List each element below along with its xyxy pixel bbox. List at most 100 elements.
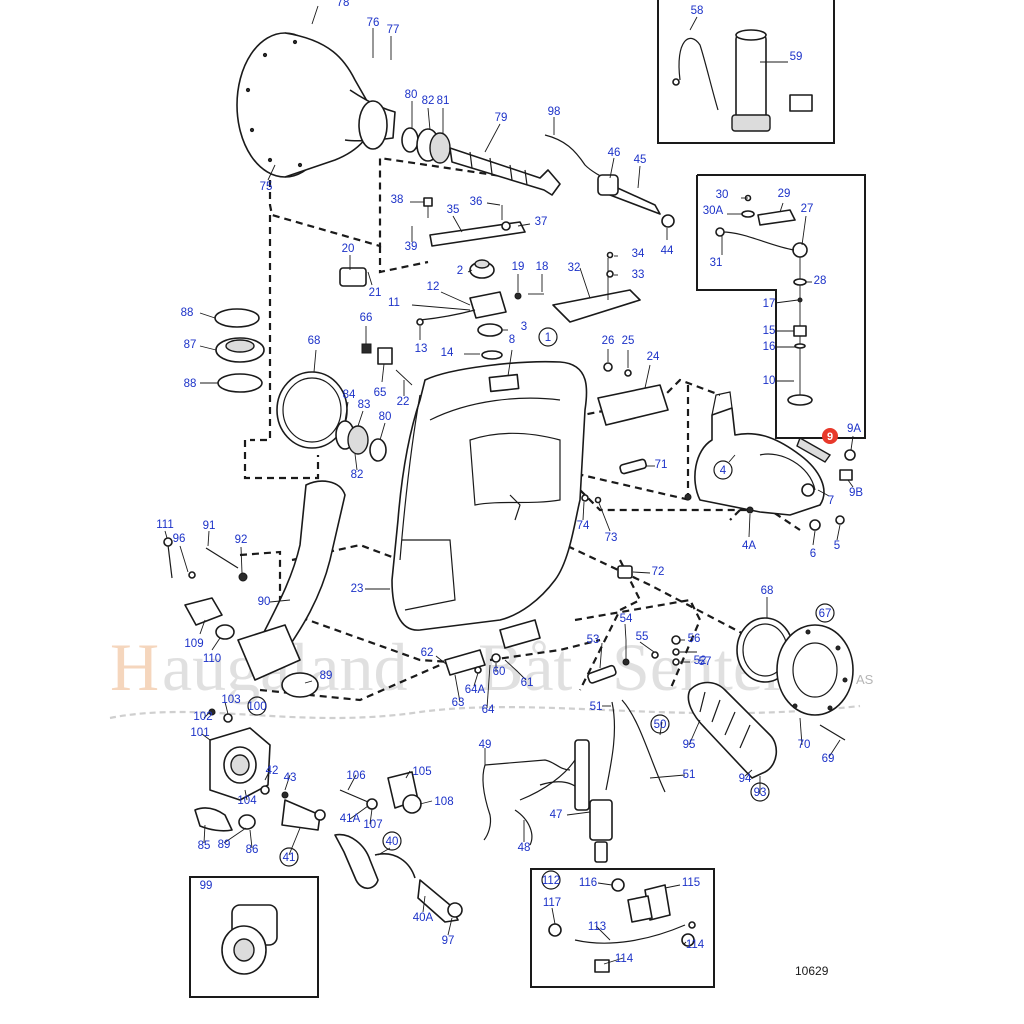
callout-38: 38 <box>391 194 404 206</box>
flywheel-housing-part-75 <box>236 32 396 178</box>
callout-60: 60 <box>493 666 506 678</box>
callout-7: 7 <box>828 495 834 507</box>
callout-53: 53 <box>587 634 600 646</box>
callout-55: 55 <box>636 631 649 643</box>
callout-19: 19 <box>512 261 525 273</box>
callout-113: 113 <box>588 921 606 933</box>
callout-22: 22 <box>397 396 410 408</box>
callout-92: 92 <box>235 534 248 546</box>
callout-82: 82 <box>422 95 435 107</box>
intake-parts-40-97-105-108 <box>334 771 463 923</box>
inset-frame-pump-99 <box>189 876 319 998</box>
inset-frame-trim-sender <box>696 174 866 439</box>
callout-15: 15 <box>763 325 776 337</box>
plug-part-72 <box>617 565 633 579</box>
callout-102: 102 <box>193 711 212 723</box>
callout-91: 91 <box>203 520 216 532</box>
callout-61: 61 <box>521 677 534 689</box>
callout-14: 14 <box>441 347 454 359</box>
callout-109: 109 <box>184 638 203 650</box>
callout-26: 26 <box>602 335 615 347</box>
callout-76: 76 <box>367 17 380 29</box>
callout-110: 110 <box>203 653 221 665</box>
callout-16: 16 <box>763 341 776 353</box>
callout-10: 10 <box>763 375 776 387</box>
callout-highlight-circle <box>822 428 838 444</box>
callout-78: 78 <box>337 0 350 9</box>
callout-28: 28 <box>814 275 827 287</box>
callout-54: 54 <box>620 613 633 625</box>
bolt-parts-33-34 <box>606 251 614 278</box>
callout-79: 79 <box>495 112 508 124</box>
callout-5: 5 <box>834 540 840 552</box>
callout-80: 80 <box>379 411 392 423</box>
callout-6: 6 <box>810 548 816 560</box>
inset-frames <box>189 0 866 998</box>
bolt-parts-18-19 <box>514 292 544 300</box>
callout-36: 36 <box>470 196 483 208</box>
callout-88: 88 <box>184 378 197 390</box>
callout-circle <box>279 847 299 867</box>
watermark-letter-h: H <box>110 629 159 705</box>
callout-9a: 9A <box>847 423 861 435</box>
clamp-rings-parts-87-88 <box>214 308 265 393</box>
callout-30: 30 <box>716 189 729 201</box>
callout-3: 3 <box>521 321 527 333</box>
callout-104: 104 <box>237 795 257 807</box>
callout-64a: 64A <box>465 684 486 696</box>
callout-89: 89 <box>218 839 231 851</box>
power-steering-pump-part-99 <box>221 904 278 975</box>
raw-water-pump-parts-42-43-101-102-103-104 <box>208 708 289 801</box>
callout-4a: 4A <box>742 540 756 552</box>
callout-52: 52 <box>694 655 707 667</box>
bolt-parts-22-65-66 <box>361 343 413 386</box>
callout-64: 64 <box>482 704 495 716</box>
callout-49: 49 <box>479 739 492 751</box>
callout-100: 100 <box>247 701 266 713</box>
callout-75: 75 <box>260 181 273 193</box>
inset-frame-trim-pump <box>657 0 835 144</box>
callout-63: 63 <box>452 697 465 709</box>
callout-47: 47 <box>550 809 563 821</box>
callout-103: 103 <box>221 694 240 706</box>
callout-105: 105 <box>412 766 431 778</box>
callout-66: 66 <box>360 312 373 324</box>
callout-39: 39 <box>405 241 418 253</box>
callout-51: 51 <box>590 701 603 713</box>
anode-block-part-24 <box>597 384 669 426</box>
callout-57: 57 <box>699 656 712 668</box>
callout-99: 99 <box>200 880 213 892</box>
callout-35: 35 <box>447 204 460 216</box>
callout-32: 32 <box>568 262 581 274</box>
bolt-parts-73-74 <box>581 494 602 504</box>
drawing-number: 10629 <box>795 964 829 978</box>
callout-73: 73 <box>605 532 618 544</box>
callout-34: 34 <box>632 248 645 260</box>
callout-59: 59 <box>790 51 803 63</box>
seal-ring-inner-68 <box>282 377 342 443</box>
callout-circle <box>650 714 670 734</box>
callout-circle <box>750 782 770 802</box>
callout-46: 46 <box>608 147 621 159</box>
trim-bracket-parts-4-4A-7 <box>684 391 825 516</box>
callout-114: 114 <box>686 939 705 951</box>
callout-94: 94 <box>739 773 752 785</box>
callout-42: 42 <box>266 765 279 777</box>
callout-93: 93 <box>754 787 767 799</box>
callout-circle <box>815 603 835 623</box>
callout-44: 44 <box>661 245 674 257</box>
callout-43: 43 <box>284 772 297 784</box>
watermark-suffix: AS <box>856 672 874 687</box>
gimbal-ring-parts-67-68-69-70 <box>736 617 854 741</box>
hose-parts-50-51 <box>605 699 666 793</box>
callout-67: 67 <box>819 608 832 620</box>
trim-cylinder-parts-47-48-49 <box>482 739 613 863</box>
intermediate-housing-part-1 <box>391 360 588 631</box>
callout-84: 84 <box>343 389 356 401</box>
bearings-parts-80-82-81 <box>401 127 451 164</box>
callout-111: 111 <box>156 519 173 531</box>
callout-71: 71 <box>655 459 668 471</box>
trim-pump-parts-58-59 <box>672 29 813 132</box>
callout-86: 86 <box>246 844 259 856</box>
callout-68: 68 <box>308 335 321 347</box>
